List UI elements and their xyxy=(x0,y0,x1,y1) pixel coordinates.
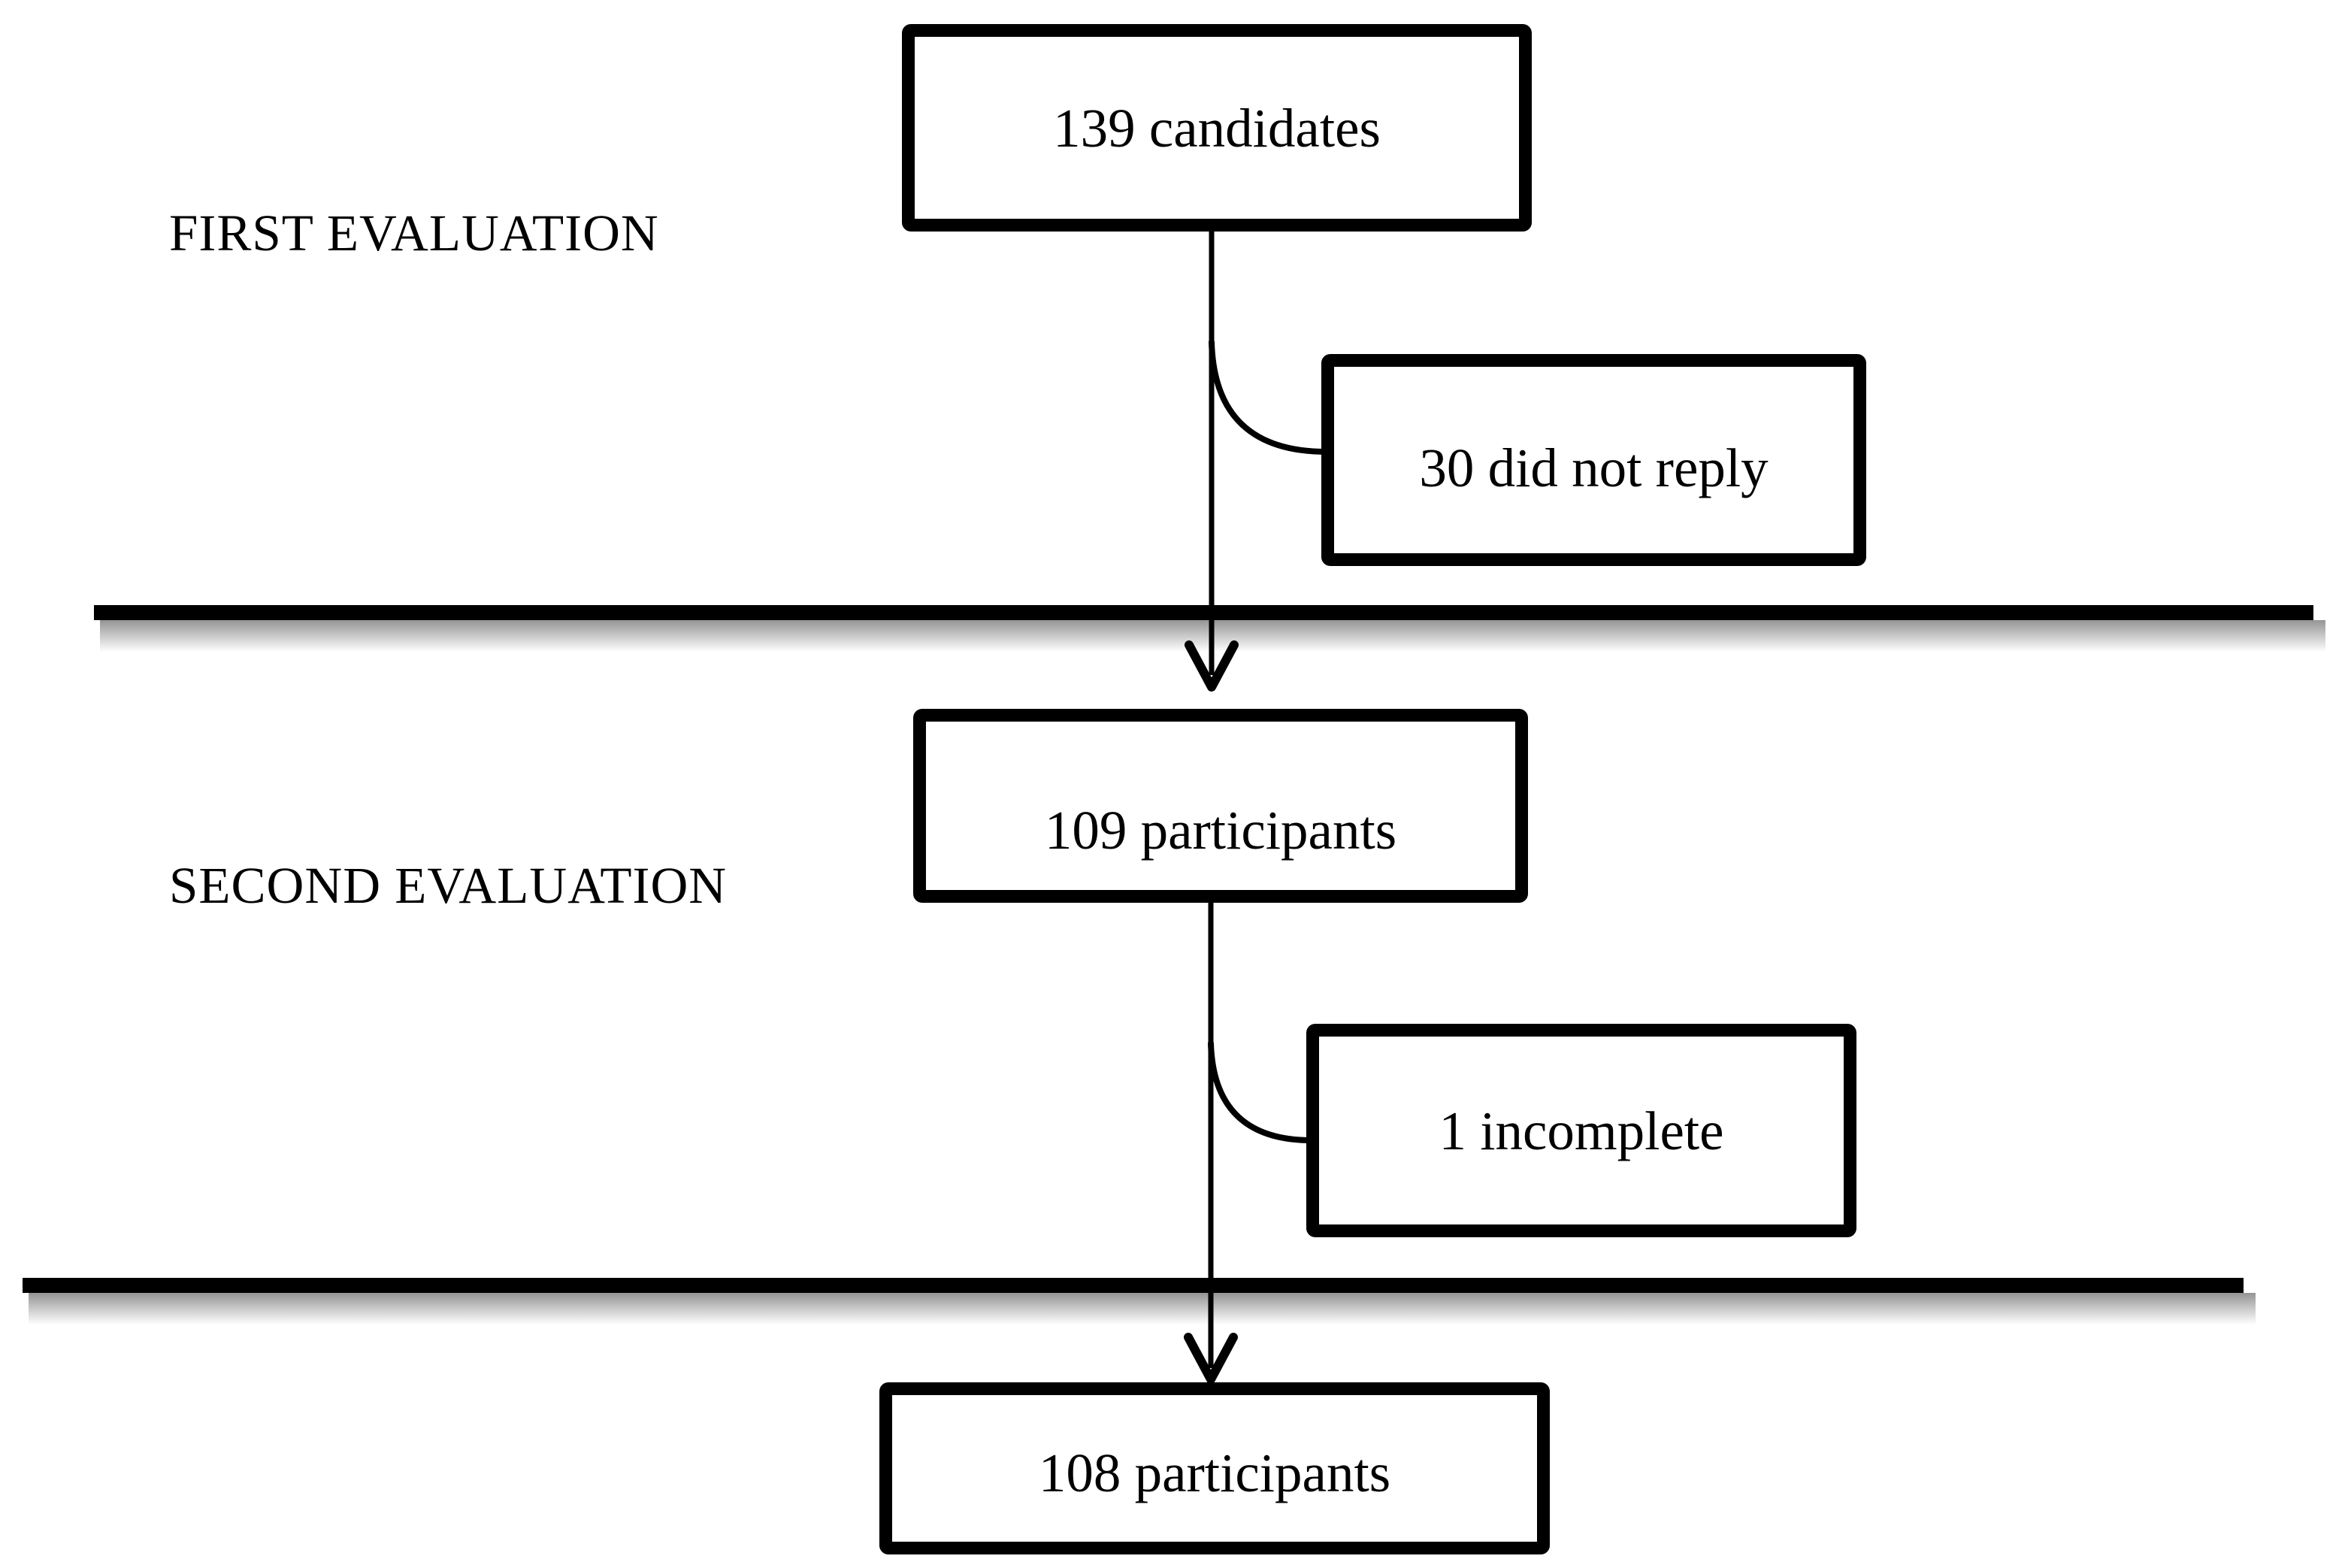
node-139-candidates: 139 candidates xyxy=(902,24,1532,232)
node-1-incomplete: 1 incomplete xyxy=(1306,1024,1856,1237)
node-text: 108 participants xyxy=(1038,1442,1391,1503)
stage-label-first-evaluation: FIRST EVALUATION xyxy=(169,204,659,262)
stage-label-second-evaluation: SECOND EVALUATION xyxy=(169,857,728,914)
node-text: 1 incomplete xyxy=(1439,1100,1724,1161)
node-text: 109 participants xyxy=(1044,799,1397,861)
node-30-did-not-reply: 30 did not reply xyxy=(1321,354,1866,566)
branch-curve-did-not-reply xyxy=(1209,339,1330,455)
node-109-participants: 109 participants xyxy=(913,709,1528,903)
node-text: 139 candidates xyxy=(1053,97,1381,159)
arrowhead-down-icon xyxy=(1184,1333,1238,1384)
branch-curve-incomplete xyxy=(1208,1040,1315,1143)
arrowhead-down-icon xyxy=(1185,640,1239,692)
node-text: 30 did not reply xyxy=(1419,437,1769,498)
node-108-participants: 108 participants xyxy=(879,1382,1550,1554)
section-divider-line-2 xyxy=(23,1278,2256,1329)
